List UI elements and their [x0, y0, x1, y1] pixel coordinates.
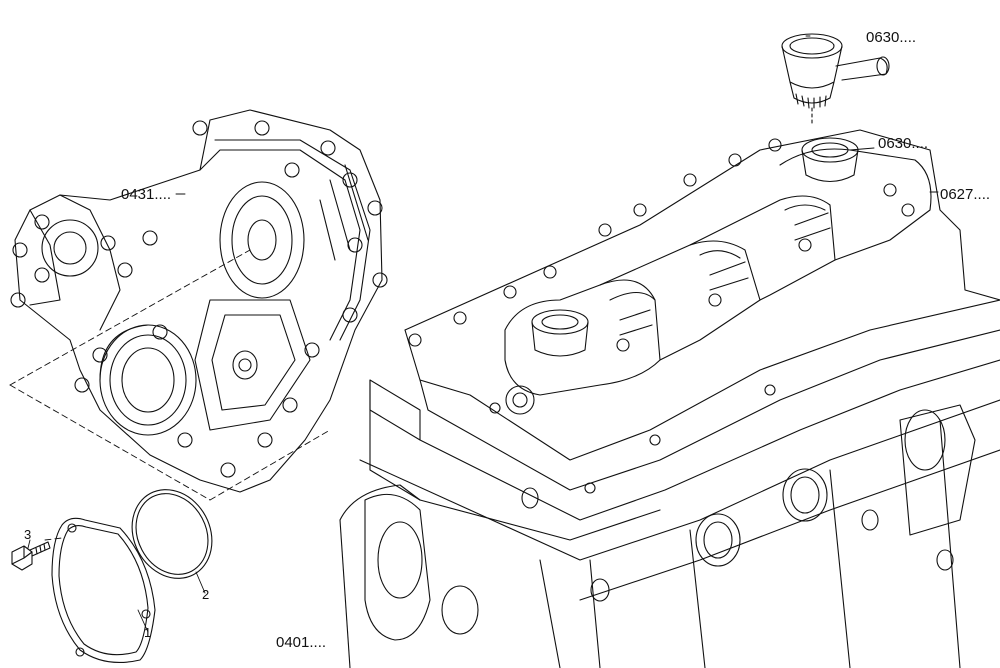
cover-bolts — [408, 138, 915, 494]
leader-lines — [27, 35, 939, 633]
callout-item-2: 2 — [202, 587, 210, 602]
callout-0627-valve-cover: 0627.... — [940, 186, 991, 203]
assembly-guide-lines — [9, 249, 331, 541]
engine-block — [339, 129, 1000, 668]
housing-bolts — [10, 120, 388, 478]
callout-item-1: 1 — [144, 625, 152, 640]
callout-0401-engine-block: 0401.... — [276, 634, 327, 651]
timing-cover-housing — [10, 109, 388, 493]
callout-0630-oil-cap: 0630.... — [866, 29, 917, 46]
callout-item-3: 3 — [24, 527, 32, 542]
hex-bolt — [11, 541, 51, 571]
cover-plate — [51, 517, 156, 663]
callout-0431-timing-cover: 0431.... — [121, 186, 172, 203]
oil-filler-cap — [781, 33, 890, 126]
callout-0630-filler-neck: 0630.... — [878, 135, 929, 152]
o-ring-seal — [131, 489, 213, 579]
